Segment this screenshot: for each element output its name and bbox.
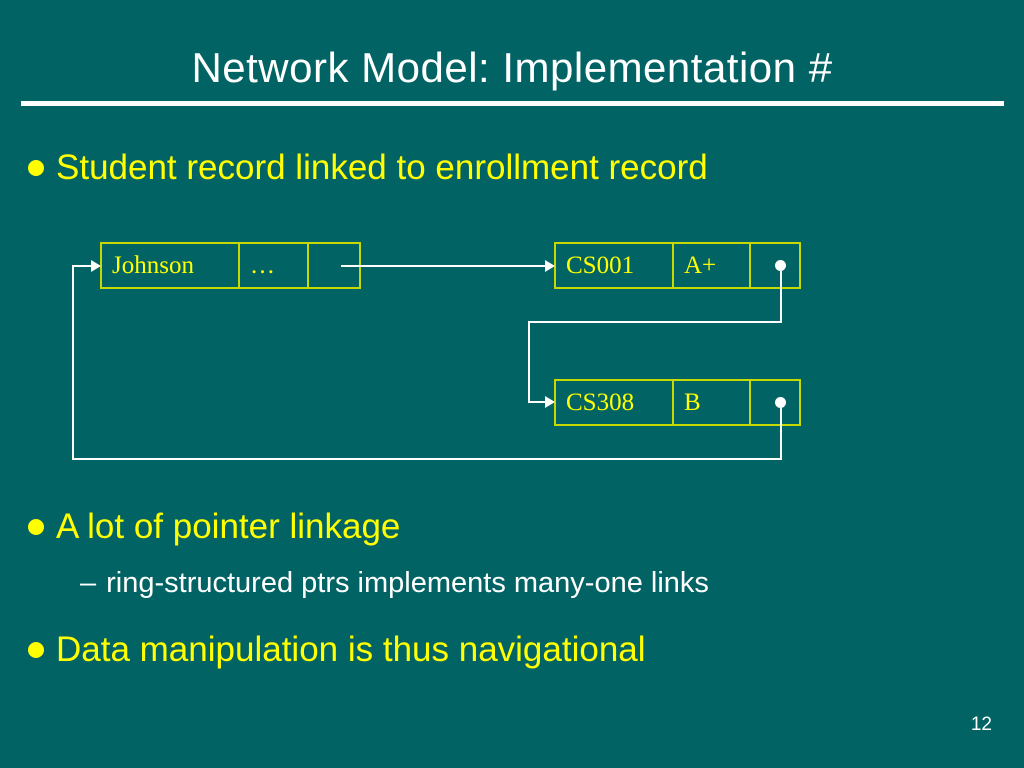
enrollment-record-cs308-box: CS308 B [554,379,801,426]
bullet-dot-icon [28,519,44,535]
link-cs001-to-cs308-segment-down1 [780,271,782,323]
dash-icon: – [80,567,97,599]
link-cs001-to-cs308-arrowhead [545,396,555,408]
page-title: Network Model: Implementation # [191,44,833,91]
bullet-dot-icon [28,160,44,176]
course-code-cell-cs001: CS001 [556,244,674,287]
link-student-to-cs001-line [341,265,548,267]
sub-bullet-label-1: ring-structured ptrs implements many-one… [106,567,709,599]
enrollment-record-cs001-box: CS001 A+ [554,242,801,289]
link-cs308-to-student-segment-left [72,458,782,460]
link-cs308-to-student-arrowhead [91,260,101,272]
title-divider [21,101,1004,106]
bullet-dot-icon [28,642,44,658]
student-pointer-cell [309,244,359,287]
link-cs001-to-cs308-segment-left [528,321,782,323]
link-cs308-to-student-segment-up [72,265,74,460]
student-other-fields-cell: … [240,244,309,287]
course-code-cell-cs308: CS308 [556,381,674,424]
bullet-item-1: Student record linked to enrollment reco… [28,148,708,188]
link-cs001-to-cs308-segment-down2 [528,321,530,402]
next-pointer-cell-cs001 [751,244,799,287]
bullet-label-3: Data manipulation is thus navigational [56,630,646,669]
page-number: 12 [970,714,992,735]
student-record-box: Johnson … [100,242,361,289]
bullet-item-3: Data manipulation is thus navigational [28,630,646,670]
grade-cell-cs308: B [674,381,751,424]
link-cs308-to-student-segment-down [780,408,782,460]
next-pointer-cell-cs308 [751,381,799,424]
bullet-label-1: Student record linked to enrollment reco… [56,148,708,187]
bullet-item-2: A lot of pointer linkage [28,507,400,547]
link-cs001-to-cs308-segment-right [528,401,546,403]
pointer-dot-icon [774,260,786,271]
grade-cell-cs001: A+ [674,244,751,287]
bullet-label-2: A lot of pointer linkage [56,507,401,546]
link-student-to-cs001-arrowhead [545,260,555,272]
link-cs308-to-student-segment-right [72,265,92,267]
student-name-cell: Johnson [102,244,240,287]
sub-bullet-item-1: –ring-structured ptrs implements many-on… [80,566,709,600]
pointer-dot-icon [774,397,786,408]
